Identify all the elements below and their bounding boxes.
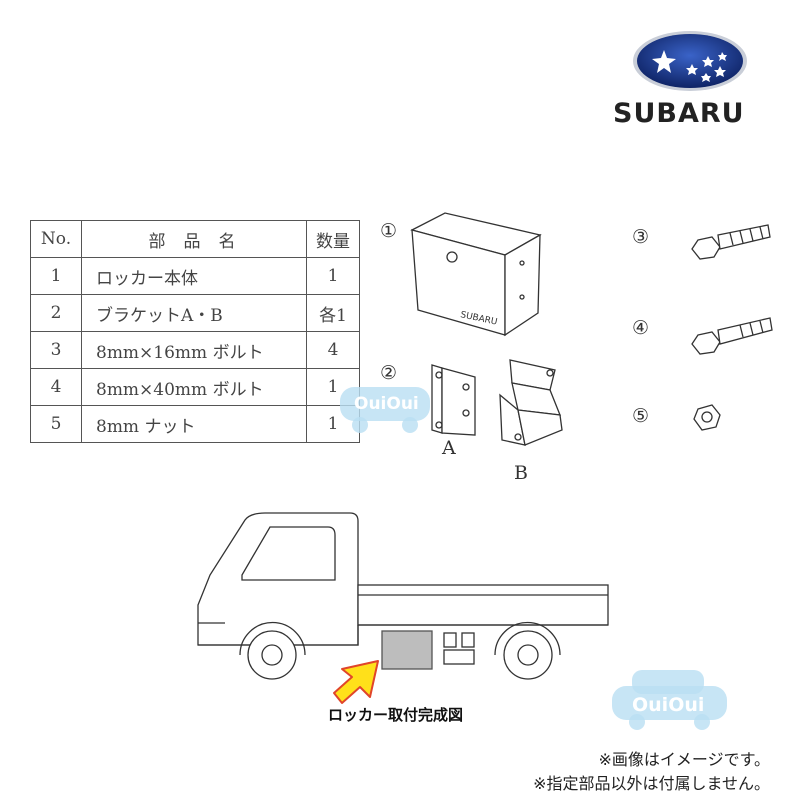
bracket-a-drawing <box>431 364 476 436</box>
header-name: 部品名 <box>81 220 307 258</box>
bolt-40mm-drawing <box>691 317 773 355</box>
cell-name: 8mm×40mm ボルト <box>81 368 307 406</box>
header-qty: 数量 <box>306 220 360 258</box>
marker-5: ⑤ <box>632 405 650 427</box>
cell-no: 5 <box>30 405 82 443</box>
watermark-car-icon <box>612 670 727 730</box>
parts-drawing: SUBARU <box>410 212 773 446</box>
cell-name: ロッカー本体 <box>81 257 307 295</box>
installation-caption: ロッカー取付完成図 <box>328 706 464 724</box>
cell-qty: 1 <box>306 257 360 295</box>
watermark-car-icon <box>340 387 430 433</box>
cell-name: 8mm ナット <box>81 405 307 443</box>
note-parts-included: ※指定部品以外は付属しません。 <box>533 774 770 793</box>
bolt-16mm-drawing <box>691 224 771 260</box>
bracket-a-label: A <box>442 437 456 459</box>
locker-installed <box>381 630 433 670</box>
cell-no: 1 <box>30 257 82 295</box>
watermark-text: OuiOui <box>632 694 705 716</box>
bracket-b-label: B <box>514 462 528 484</box>
marker-1: ① <box>380 220 398 242</box>
cell-no: 3 <box>30 331 82 369</box>
locker-body-drawing: SUBARU <box>410 212 542 337</box>
cell-qty: 4 <box>306 331 360 369</box>
subaru-logo-icon <box>633 31 747 91</box>
marker-2: ② <box>380 362 398 384</box>
header-no: No. <box>30 220 82 258</box>
brand-name: SUBARU <box>613 98 745 129</box>
nut-drawing <box>693 404 721 431</box>
cell-no: 2 <box>30 294 82 332</box>
table-header-row: No. 部品名 数量 <box>30 220 360 258</box>
arrow-icon <box>333 660 379 704</box>
cell-name: ブラケットA・B <box>81 294 307 332</box>
cell-no: 4 <box>30 368 82 406</box>
watermark-text: OuiOui <box>354 394 419 414</box>
note-image-only: ※画像はイメージです。 <box>598 750 771 769</box>
marker-4: ④ <box>632 317 650 339</box>
bracket-b-drawing <box>499 359 563 446</box>
truck-drawing <box>197 512 609 680</box>
cell-qty: 各1 <box>306 294 360 332</box>
cell-qty: 1 <box>306 405 360 443</box>
marker-3: ③ <box>632 226 650 248</box>
cell-name: 8mm×16mm ボルト <box>81 331 307 369</box>
